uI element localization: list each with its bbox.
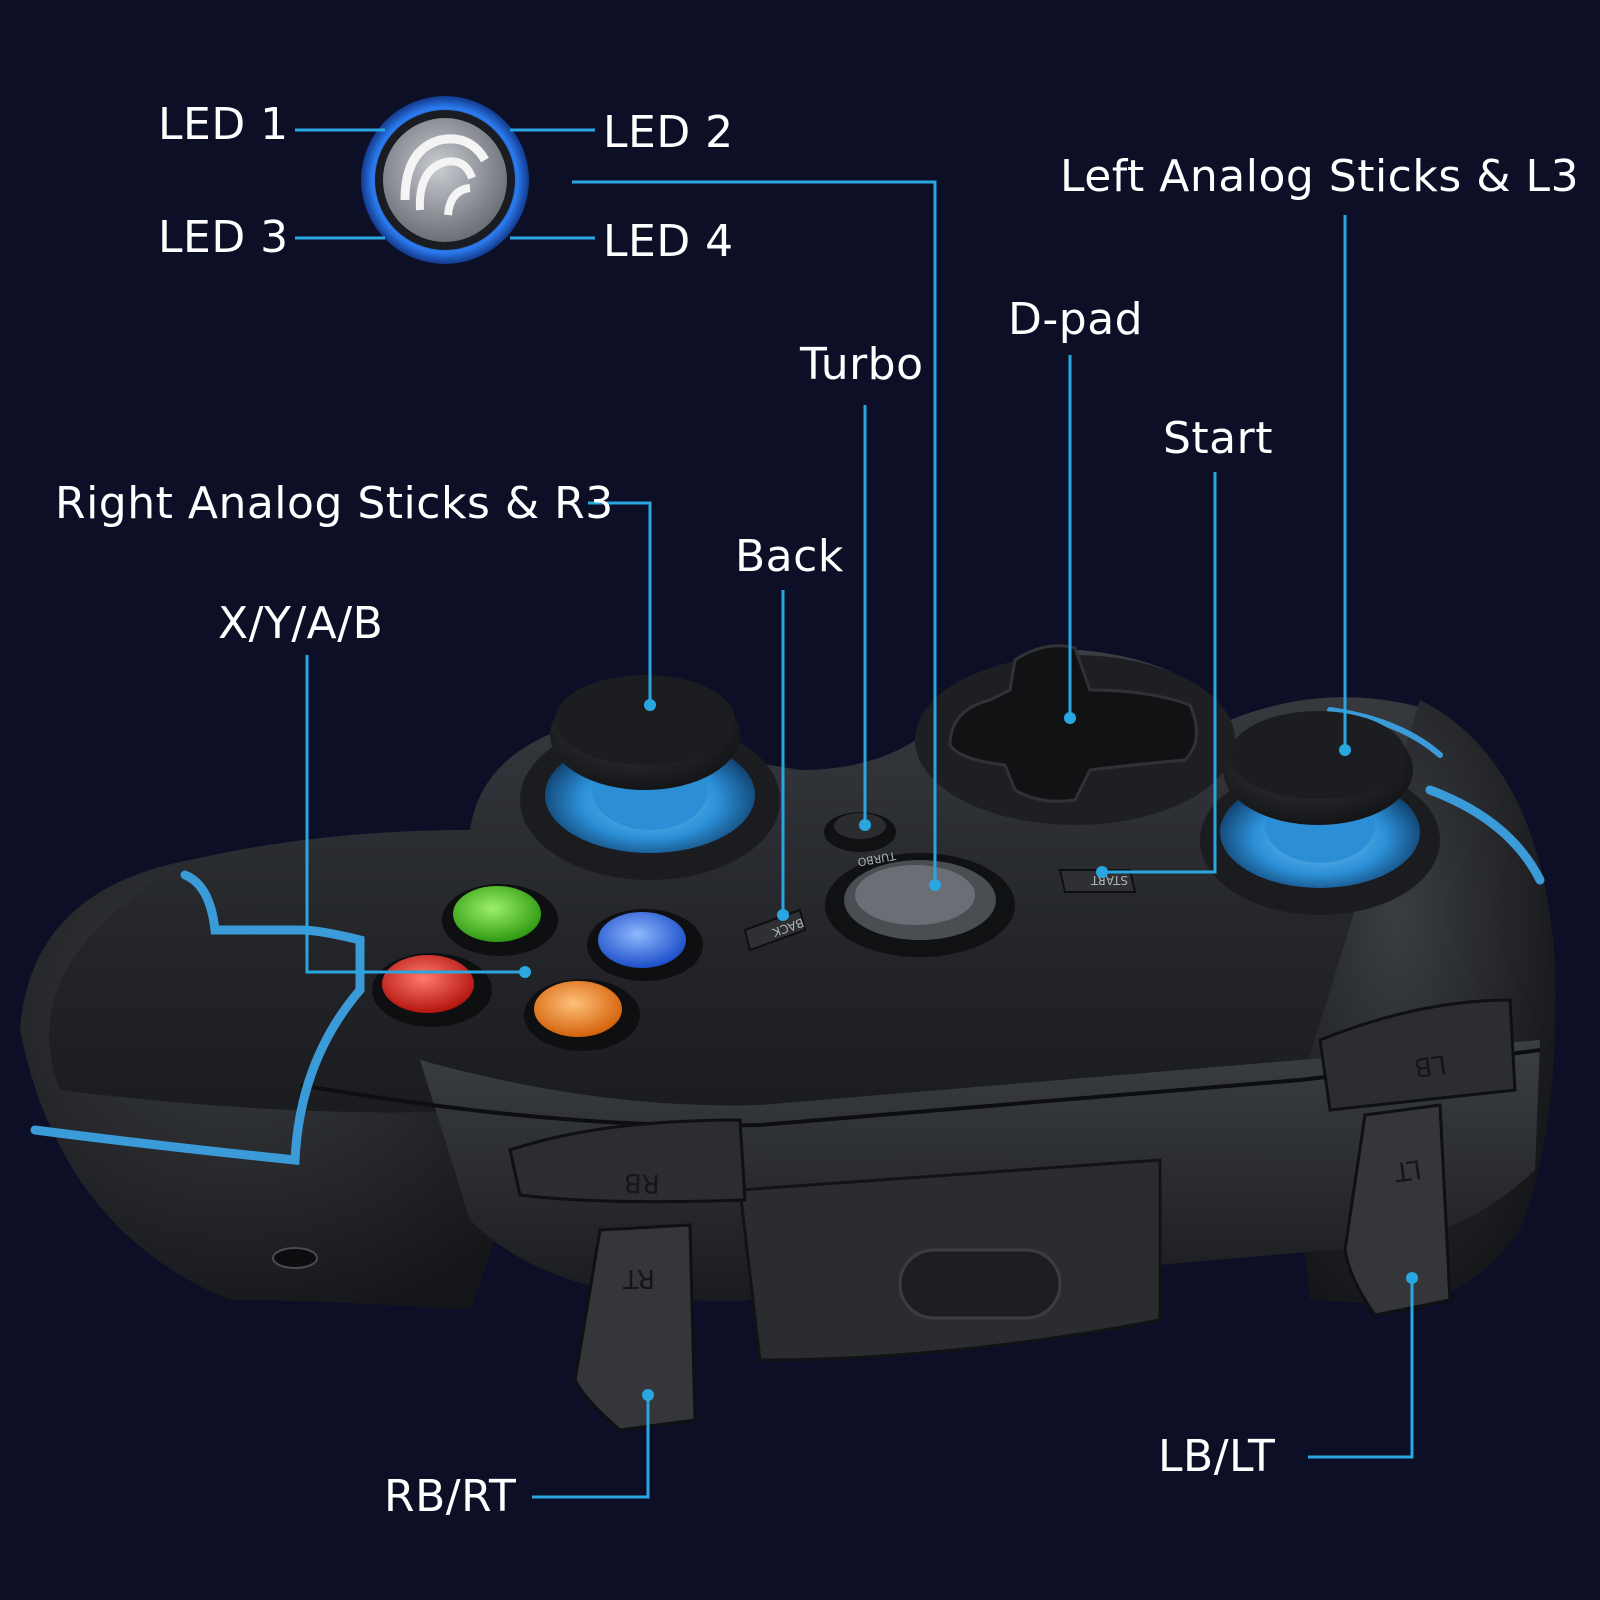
callout-right-stick	[588, 501, 652, 705]
callout-lines	[295, 128, 1414, 1499]
led-indicator	[361, 96, 529, 264]
face-buttons	[372, 884, 703, 1051]
label-led1: LED 1	[158, 99, 289, 150]
right-analog-stick[interactable]	[520, 675, 780, 880]
marking-lt: LT	[1392, 1153, 1423, 1186]
d-pad[interactable]	[915, 644, 1235, 825]
button-x-red[interactable]	[372, 953, 492, 1027]
button-b-blue[interactable]	[587, 909, 703, 981]
callout-dots	[519, 699, 1418, 1401]
callout-home	[572, 180, 937, 885]
button-y-green[interactable]	[442, 884, 558, 956]
marking-start: START	[1090, 873, 1128, 887]
turbo-button[interactable]	[824, 812, 896, 852]
callout-lblt	[1308, 1278, 1414, 1459]
label-left-analog-stick: Left Analog Sticks & L3	[1060, 151, 1580, 202]
label-lb-lt: LB/LT	[1158, 1431, 1276, 1482]
marking-lb: LB	[1412, 1048, 1448, 1082]
marking-rb: RB	[623, 1167, 660, 1198]
label-led4: LED 4	[603, 216, 734, 267]
label-start: Start	[1163, 413, 1273, 464]
callout-start	[1102, 472, 1217, 874]
rt-trigger[interactable]	[573, 1223, 697, 1432]
lt-trigger[interactable]	[1343, 1103, 1452, 1317]
home-button[interactable]	[825, 853, 1015, 957]
label-rb-rt: RB/RT	[384, 1471, 517, 1522]
label-turbo: Turbo	[800, 339, 924, 390]
label-led3: LED 3	[158, 212, 289, 263]
rb-bumper[interactable]	[508, 1118, 747, 1204]
label-back: Back	[735, 531, 844, 582]
label-xyab: X/Y/A/B	[218, 598, 384, 649]
callout-rbrt	[532, 1395, 650, 1499]
marking-rt: RT	[623, 1263, 655, 1293]
button-a-orange[interactable]	[524, 979, 640, 1051]
label-dpad: D-pad	[1008, 294, 1144, 345]
label-right-analog-stick: Right Analog Sticks & R3	[55, 478, 614, 529]
lb-bumper[interactable]	[1318, 998, 1517, 1112]
label-led2: LED 2	[603, 107, 734, 158]
left-analog-stick[interactable]	[1200, 711, 1440, 915]
callout-xyab	[305, 655, 525, 974]
